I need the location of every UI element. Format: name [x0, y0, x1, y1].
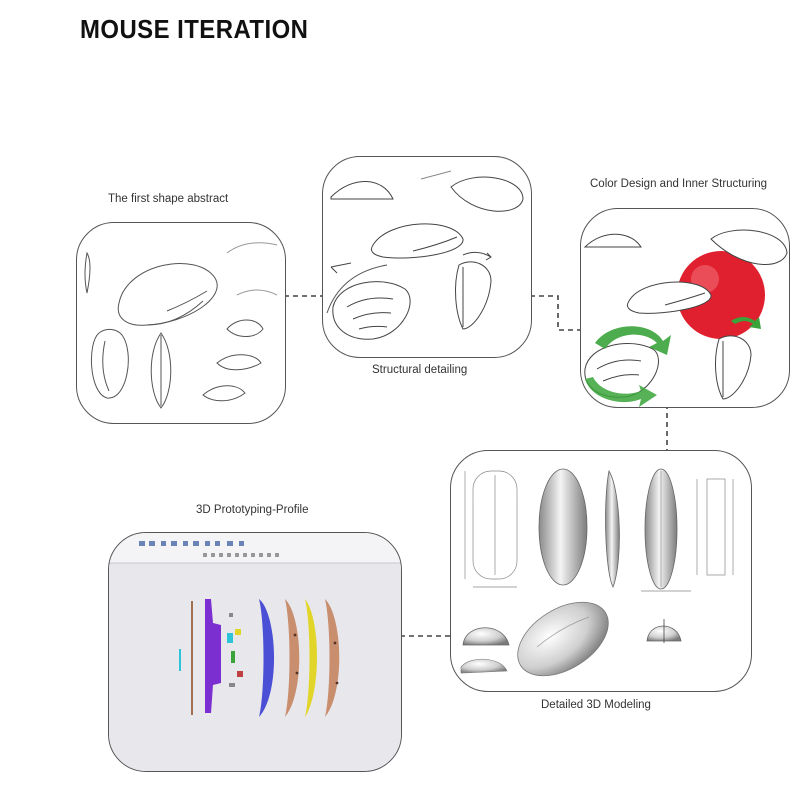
panel-detailed-3d [450, 450, 752, 692]
blueprint-top-view [472, 470, 518, 580]
stage-label-structural: Structural detailing [372, 364, 468, 376]
model-perspective-render [517, 601, 609, 677]
sketch-structural [326, 170, 524, 340]
sketch-exploded-inner [332, 281, 411, 340]
stage-label-first-shape: The first shape abstract [108, 193, 229, 205]
layer-cyan-rod [179, 649, 181, 671]
green-rotate-arrow [595, 326, 671, 355]
sketch-first-shape [84, 242, 278, 409]
green-small-arrow [731, 317, 761, 329]
sketch-mouse-body [370, 223, 464, 259]
stage-label-color-design: Color Design and Inner Structuring [590, 178, 768, 190]
layer-purple [205, 599, 221, 713]
sketch-small-3 [202, 385, 246, 402]
cad-toolbar [109, 533, 401, 563]
layer-yellow [305, 599, 317, 717]
panel-first-shape [76, 222, 286, 424]
sketch-small-2 [216, 354, 262, 371]
sketch-side-shell [583, 233, 642, 248]
model-side-view [605, 469, 620, 588]
blueprint-right-view [706, 478, 726, 576]
sketch-leaf [150, 332, 172, 409]
panel-color-design [580, 208, 790, 408]
cad-software-screenshot [109, 533, 401, 771]
sketch-side-shell [330, 181, 394, 200]
render-detailed-3d [460, 468, 734, 677]
sketch-small-1 [226, 319, 264, 337]
panel-structural [322, 156, 532, 358]
model-partial-bottom [460, 658, 508, 674]
page-title: MOUSE ITERATION [80, 14, 309, 44]
sketch-top-shell [710, 229, 788, 265]
model-front-section [462, 627, 510, 646]
profile-layers [179, 599, 340, 717]
model-top-view [538, 468, 588, 586]
stage-label-prototyping: 3D Prototyping-Profile [196, 504, 309, 516]
sketch-mouse-top [117, 263, 218, 326]
sketch-color-design [583, 229, 788, 407]
connector-2-3 [530, 295, 580, 331]
sketch-side-profile [84, 251, 91, 294]
sketch-mouse-body [626, 281, 712, 314]
layer-blue-shell [259, 599, 275, 717]
sketch-leaf-part [455, 261, 492, 330]
sketch-oval-front [90, 328, 129, 399]
layer-wood-2 [325, 599, 340, 717]
stage-label-detailed-3d: Detailed 3D Modeling [541, 699, 651, 711]
sketch-leaf-part [715, 335, 752, 400]
cad-viewport [109, 564, 401, 771]
sketch-top-shell [450, 176, 524, 212]
layer-thin-wood [191, 601, 193, 715]
layer-wood-1 [285, 599, 300, 717]
panel-prototyping [108, 532, 402, 772]
